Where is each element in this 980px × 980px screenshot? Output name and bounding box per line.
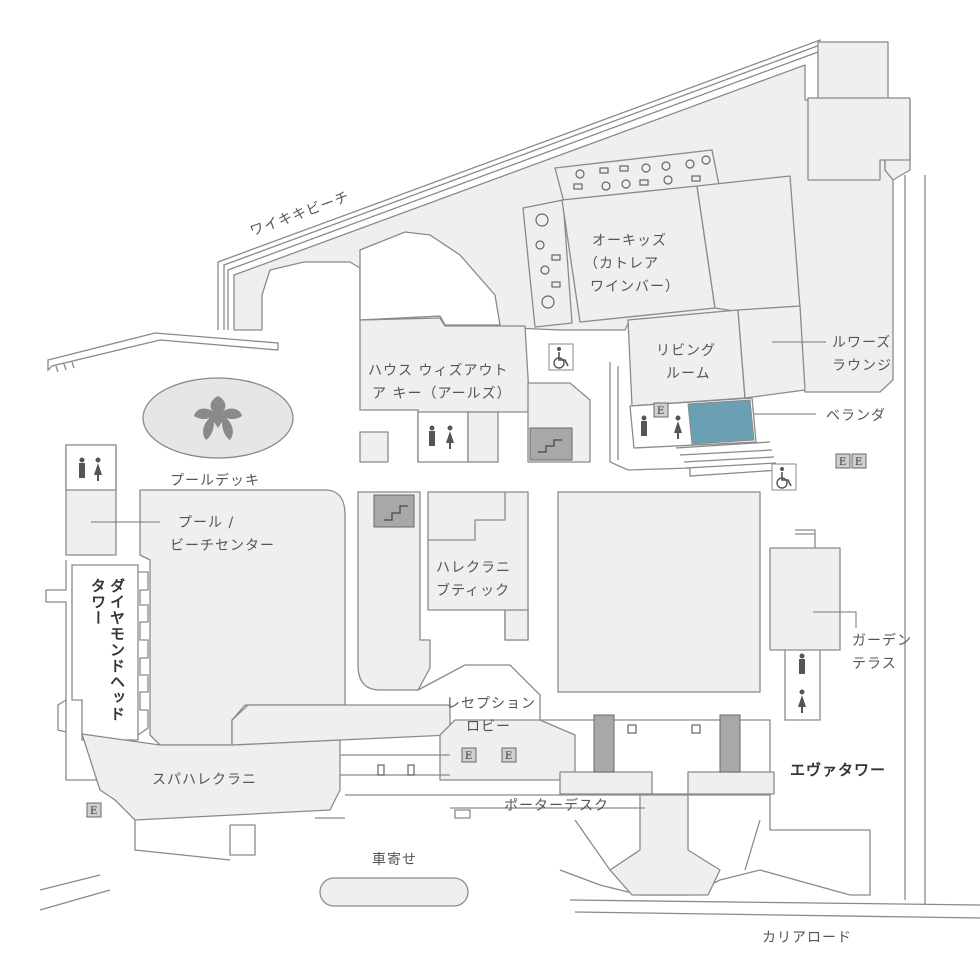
wheelchair-icon	[771, 463, 797, 491]
label-porte-cochere: 車寄せ	[372, 851, 417, 868]
svg-text:E: E	[90, 806, 97, 817]
svg-text:E: E	[855, 457, 862, 468]
label-lewers-1: ルワーズ	[832, 335, 891, 351]
porte-entry	[609, 793, 721, 896]
label-dh-tower-2: タワー	[89, 578, 107, 626]
label-kalia-road: カリアロード	[762, 930, 852, 946]
beach-walk-cut	[359, 231, 501, 326]
small-kiosk	[359, 431, 389, 463]
lewers-lounge-room	[696, 175, 801, 313]
label-orchids-2: （カトレア	[584, 256, 659, 272]
ne-annex-2	[807, 97, 911, 181]
dh-tower-facade	[137, 571, 149, 736]
orchid-logo-icon	[194, 396, 242, 440]
veranda-highlight	[687, 399, 755, 445]
label-reception-1: レセプション	[446, 696, 536, 712]
label-pool-deck: プールデッキ	[170, 472, 260, 489]
label-reception-2: ロビー	[466, 719, 511, 735]
label-hwak-1: ハウス ウィズアウト	[368, 363, 508, 379]
elevator-icon: E E	[461, 747, 517, 763]
label-living-room-1: リビング	[656, 343, 716, 359]
boutique-block	[357, 491, 431, 691]
porter-desk-block-e	[687, 771, 775, 795]
label-hwak-2: ア キー（アールズ）	[372, 386, 512, 402]
orchids-room	[561, 185, 716, 323]
label-pool-beach-2: ビーチセンター	[170, 538, 275, 554]
svg-text:E: E	[505, 751, 512, 762]
label-lewers-2: ラウンジ	[832, 358, 892, 374]
label-veranda: ベランダ	[826, 408, 886, 424]
label-orchids-3: ワインバー）	[590, 279, 680, 295]
elevator-icon: E E	[835, 453, 867, 469]
hwak-annex	[467, 411, 499, 463]
label-boutique-1: ハレクラニ	[436, 560, 511, 576]
veranda-steps	[675, 441, 777, 469]
label-garden-1: ガーデン	[852, 632, 912, 649]
porter-desk-block-w	[559, 771, 653, 795]
restroom-icon	[798, 653, 806, 713]
drop-off-island	[319, 877, 469, 907]
label-boutique-2: ブティック	[436, 582, 510, 599]
label-living-room-2: ルーム	[666, 366, 711, 382]
label-pool-beach-1: プール /	[178, 515, 234, 531]
boutique-back	[504, 609, 529, 641]
spa-halekulani	[81, 733, 341, 821]
pool-area	[139, 489, 346, 746]
stairs-icon	[593, 714, 615, 773]
pool-restroom	[65, 444, 117, 491]
label-ewa-tower: エヴァタワー	[790, 761, 886, 779]
lounge-east	[737, 305, 806, 399]
garden-terrace	[769, 547, 841, 651]
spa-connector	[231, 704, 451, 746]
wheelchair-icon	[548, 343, 574, 371]
orchids-terrace-west	[522, 199, 573, 328]
central-hall	[557, 491, 761, 693]
svg-text:E: E	[839, 457, 846, 468]
table-seating-icon	[377, 155, 711, 776]
restroom-icon	[641, 415, 682, 439]
elevator-icon: E	[653, 402, 669, 418]
stairs-icon	[719, 714, 741, 773]
label-spa: スパハレクラニ	[152, 772, 257, 788]
elevator-icon: E	[86, 802, 102, 818]
svg-text:E: E	[657, 406, 664, 417]
restroom-icon	[429, 425, 454, 449]
restroom-icon	[79, 457, 102, 481]
label-porter-desk: ポーターデスク	[504, 797, 609, 814]
label-garden-2: テラス	[852, 656, 897, 672]
svg-text:E: E	[465, 751, 472, 762]
hwak-restroom	[417, 411, 469, 463]
label-orchids-1: オーキッズ	[592, 233, 667, 249]
diamond-head-tower	[71, 564, 139, 741]
stairs-icon	[529, 427, 573, 461]
label-dh-tower-1: ダイヤモンドヘッド	[108, 577, 126, 722]
stairs-icon	[373, 494, 415, 528]
